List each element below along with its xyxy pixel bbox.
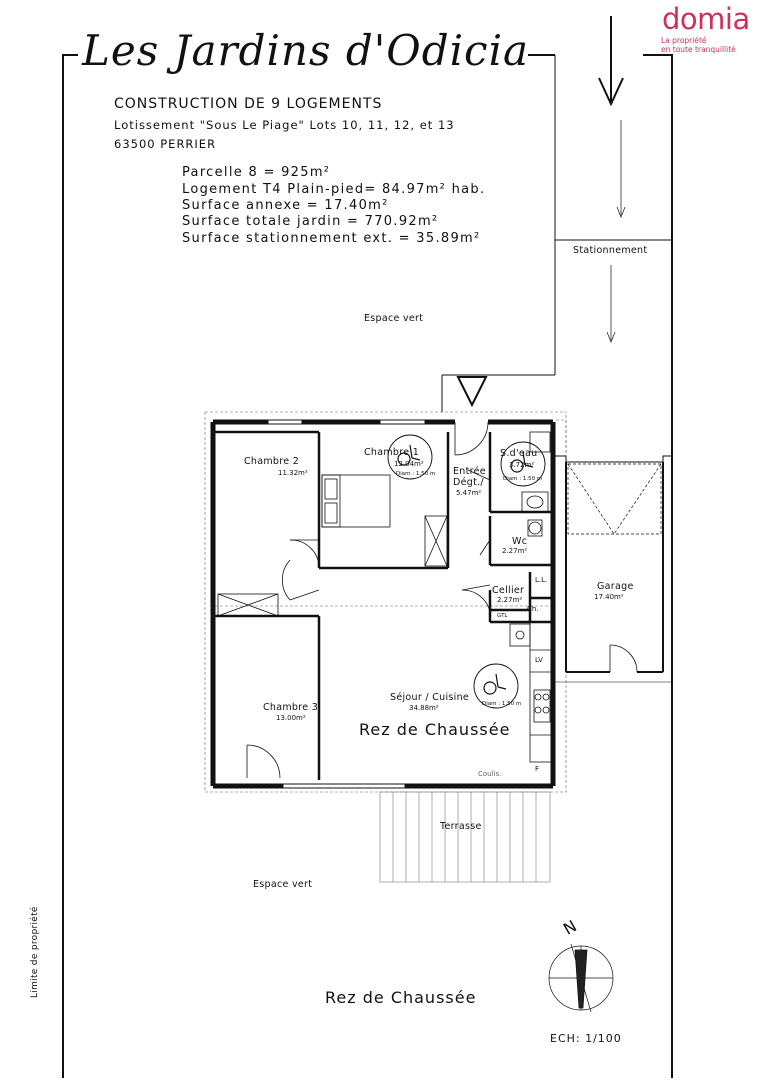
- fixture-coulis: Coulis.: [478, 770, 502, 778]
- garage: [555, 455, 672, 683]
- logo-tagline-2: en toute tranquillité: [661, 45, 736, 54]
- furniture: [217, 431, 554, 763]
- room-sdeau-name: S.d'eau: [500, 448, 538, 459]
- fixture-ll: L.L.: [535, 576, 548, 584]
- surface-line: Surface annexe = 17.40m²: [182, 198, 389, 213]
- room-entree-name2: Dégt./: [453, 477, 484, 488]
- room-chambre2-name: Chambre 2: [244, 456, 300, 467]
- room-chambre2-area: 11.32m²: [278, 469, 308, 477]
- domia-logo: domia: [662, 2, 750, 36]
- windows: [267, 419, 509, 789]
- zone-stationnement: Stationnement: [573, 245, 648, 256]
- room-chambre3-name: Chambre 3: [263, 702, 319, 713]
- scale-label: ECH: 1/100: [550, 1032, 622, 1045]
- room-sejour-name: Séjour / Cuisine: [390, 692, 470, 703]
- room-sdeau-area: 3.72m²: [509, 461, 535, 469]
- room-sejour-area: 34.88m²: [409, 704, 439, 712]
- header-line-3: 63500 PERRIER: [114, 137, 217, 151]
- room-sdeau-diam: Diam : 1.50 m: [503, 476, 543, 482]
- room-garage-area: 17.40m²: [594, 593, 624, 601]
- surface-line: Surface totale jardin = 770.92m²: [182, 214, 439, 229]
- parking-arrows: [598, 16, 626, 343]
- entry-marker: [456, 376, 488, 408]
- room-garage-name: Garage: [597, 581, 634, 592]
- zone-espace-vert-top: Espace vert: [364, 313, 424, 324]
- surface-line: Logement T4 Plain-pied= 84.97m² hab.: [182, 182, 486, 197]
- fixture-f: F: [535, 765, 540, 773]
- interior-walls: [213, 430, 553, 780]
- room-chambre3-area: 13.00m²: [276, 714, 306, 722]
- header-line-2: Lotissement "Sous Le Piage" Lots 10, 11,…: [114, 118, 455, 132]
- room-wc-name: Wc: [512, 536, 528, 547]
- level-caption: Rez de Chaussée: [325, 988, 477, 1007]
- header-line-1: CONSTRUCTION DE 9 LOGEMENTS: [114, 96, 383, 112]
- room-chambre1-diam: Diam : 1.50 m: [396, 471, 436, 477]
- compass-icon: [548, 943, 614, 1013]
- fixture-gtl: GTL: [497, 613, 508, 619]
- property-boundary: [62, 54, 673, 1078]
- room-entree-name: Entrée: [453, 466, 486, 477]
- zone-terrasse: Terrasse: [440, 821, 482, 832]
- surface-line: Surface stationnement ext. = 35.89m²: [182, 231, 481, 246]
- project-title: Les Jardins d'Odicia: [82, 26, 530, 75]
- room-wc-area: 2.27m²: [502, 547, 528, 555]
- property-limit-label: Limite de propriété: [30, 906, 40, 998]
- wheelchair-icon: [397, 444, 534, 695]
- turning-circles: [387, 434, 546, 709]
- room-cellier-name: Cellier: [492, 585, 525, 596]
- zone-espace-vert-bottom: Espace vert: [253, 879, 313, 890]
- surface-line: Parcelle 8 = 925m²: [182, 165, 331, 180]
- room-chambre1-area: 12.04m²: [394, 460, 424, 468]
- logo-tagline-1: La propriété: [661, 36, 707, 45]
- room-sejour-diam: Diam : 1.50 m: [482, 701, 522, 707]
- room-entree-area: 5.47m²: [456, 489, 482, 497]
- room-cellier-area: 2.27m²: [497, 596, 523, 604]
- terrasse: [379, 791, 551, 883]
- level-label-inner: Rez de Chaussée: [359, 720, 511, 739]
- room-chambre1-name: Chambre 1: [364, 447, 420, 458]
- fixture-lv: LV: [535, 656, 543, 664]
- fixture-ch: Ch.: [527, 605, 539, 613]
- doors: [246, 421, 638, 779]
